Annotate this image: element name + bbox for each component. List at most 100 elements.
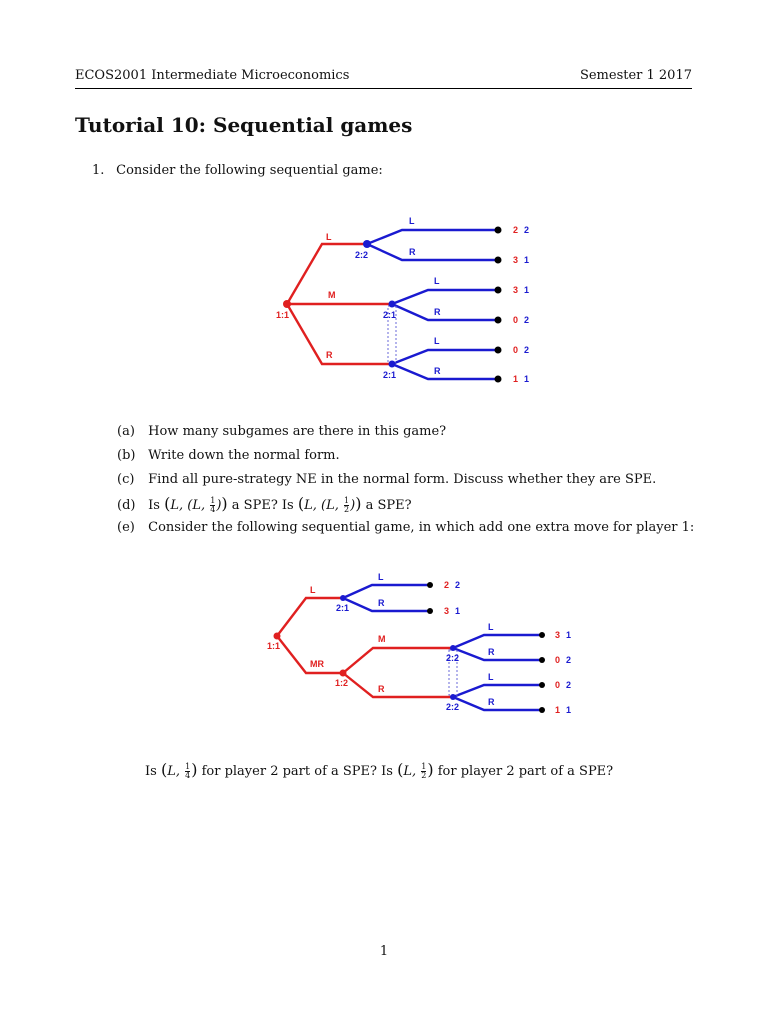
edge-n4-L xyxy=(452,683,542,699)
payoff-p2: 1 xyxy=(524,374,529,384)
move-label: R xyxy=(326,350,333,360)
node-root xyxy=(283,300,291,308)
node-label: 2:1 xyxy=(336,603,349,613)
payoff-p1: 0 xyxy=(513,345,518,355)
edge-p1-R xyxy=(285,303,392,366)
question-number: 1. xyxy=(92,163,105,178)
edge-n3-L xyxy=(452,633,542,650)
edge-n3-L xyxy=(391,348,498,366)
part-text: a SPE? xyxy=(365,498,412,513)
move-label: L xyxy=(488,672,494,682)
edge-p1-MR xyxy=(276,635,343,675)
edge-n2-L xyxy=(391,288,498,306)
part-label: (d) xyxy=(117,498,136,513)
node-n3 xyxy=(450,645,456,651)
node-label: 2:1 xyxy=(383,370,396,380)
move-label: R xyxy=(378,684,385,694)
node-label: 1:1 xyxy=(267,641,280,651)
part-label: (c) xyxy=(117,472,135,487)
game-tree-1: 1:1 2:2 2:1 2:1 L M R L R L R L R 2 2 3 … xyxy=(276,216,529,384)
part-text: Find all pure-strategy NE in the normal … xyxy=(148,472,657,487)
node-n4 xyxy=(450,694,456,700)
move-label: L xyxy=(488,622,494,632)
edge-n2-R xyxy=(342,672,453,699)
move-label: R xyxy=(488,697,495,707)
move-label: R xyxy=(409,247,416,257)
payoff-p1: 3 xyxy=(513,255,518,265)
terminal-node xyxy=(494,316,502,324)
page-number: 1 xyxy=(379,944,389,959)
closing-text: for player 2 part of a SPE? xyxy=(437,764,614,779)
payoff-p2: 2 xyxy=(455,580,460,590)
payoff-p1: 3 xyxy=(555,630,560,640)
payoff-p1: 2 xyxy=(444,580,449,590)
terminal-node xyxy=(539,632,545,638)
payoff-p2: 2 xyxy=(566,680,571,690)
move-label: L xyxy=(434,276,440,286)
terminal-node xyxy=(427,582,433,588)
edge-p1-L xyxy=(276,596,343,637)
part-label: (a) xyxy=(117,424,135,439)
part-label: (b) xyxy=(117,448,136,463)
payoff-p2: 1 xyxy=(455,606,460,616)
node-n2 xyxy=(339,669,347,677)
move-label: MR xyxy=(310,659,324,669)
move-label: L xyxy=(434,336,440,346)
edge-n3-R xyxy=(452,646,542,662)
terminal-node xyxy=(427,608,433,614)
header-rule xyxy=(75,88,692,89)
part-text: a SPE? Is xyxy=(231,498,294,513)
edge-n1-R xyxy=(342,596,430,613)
node-label: 2:2 xyxy=(446,702,459,712)
move-label: L xyxy=(326,232,332,242)
node-label: 2:2 xyxy=(355,250,368,260)
terminal-node xyxy=(494,375,502,383)
closing-text: Is xyxy=(145,764,157,779)
node-root xyxy=(273,632,281,640)
node-n2 xyxy=(388,300,396,308)
question-parts: (a) How many subgames are there in this … xyxy=(117,423,694,543)
node-label: 2:1 xyxy=(383,310,396,320)
payoff-p2: 2 xyxy=(524,315,529,325)
payoff-p2: 1 xyxy=(524,255,529,265)
move-label: R xyxy=(434,307,441,317)
payoff-p2: 2 xyxy=(524,225,529,235)
node-n3 xyxy=(388,360,396,368)
part-e: (e) Consider the following sequential ga… xyxy=(117,519,694,543)
payoff-p1: 3 xyxy=(444,606,449,616)
game-tree-2: 1:1 2:1 1:2 2:2 2:2 L MR M R L R L R L R… xyxy=(267,572,571,715)
header-semester: Semester 1 2017 xyxy=(579,68,692,83)
node-n1 xyxy=(340,595,346,601)
part-text: Is xyxy=(148,498,160,513)
payoff-p2: 1 xyxy=(566,630,571,640)
edge-n4-R xyxy=(452,695,542,712)
terminal-node xyxy=(539,707,545,713)
terminal-node xyxy=(494,286,502,294)
node-n1 xyxy=(363,240,371,248)
payoff-p1: 3 xyxy=(513,285,518,295)
move-label: L xyxy=(409,216,415,226)
payoff-p1: 1 xyxy=(555,705,560,715)
move-label: M xyxy=(378,634,386,644)
terminal-node xyxy=(494,226,502,234)
part-c: (c) Find all pure-strategy NE in the nor… xyxy=(117,471,694,495)
closing-text: for player 2 part of a SPE? Is xyxy=(201,764,393,779)
edge-p1-L xyxy=(285,242,367,305)
edge-n2-M xyxy=(342,646,453,674)
part-text: How many subgames are there in this game… xyxy=(148,424,447,439)
node-label: 1:2 xyxy=(335,678,348,688)
question-text: Consider the following sequential game: xyxy=(116,163,383,178)
part-b: (b) Write down the normal form. xyxy=(117,447,694,471)
edge-n1-L xyxy=(366,228,498,246)
payoff-p1: 0 xyxy=(555,655,560,665)
payoff-p1: 1 xyxy=(513,374,518,384)
